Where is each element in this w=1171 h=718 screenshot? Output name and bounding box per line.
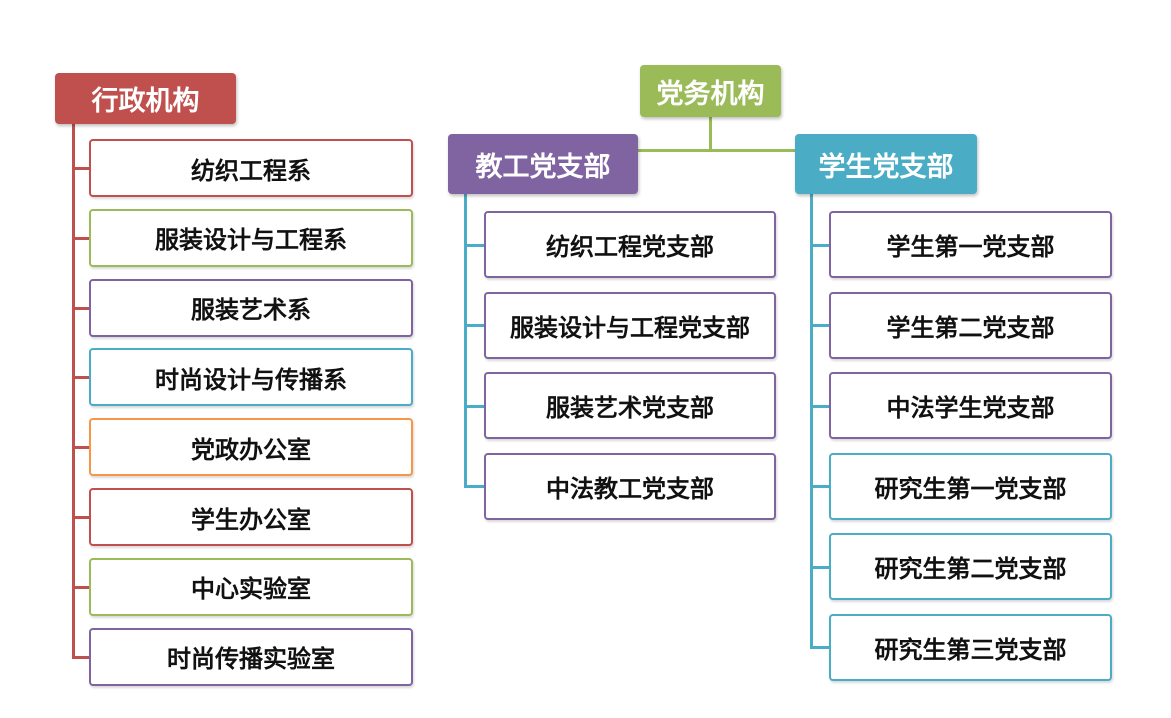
connector-line xyxy=(72,446,89,450)
admin-dept-box: 时尚传播实验室 xyxy=(89,627,413,686)
admin-dept-box: 党政办公室 xyxy=(89,418,413,477)
student-header: 学生党支部 xyxy=(795,134,977,194)
party-header: 党务机构 xyxy=(640,65,781,117)
faculty-branch-box: 中法教工党支部 xyxy=(484,452,776,520)
connector-line xyxy=(810,404,829,408)
admin-dept-box: 时尚设计与传播系 xyxy=(89,348,413,407)
student-branch-box: 中法学生党支部 xyxy=(829,372,1112,439)
connector-line xyxy=(464,404,484,408)
connector-line xyxy=(72,655,89,659)
student-trunk-line xyxy=(810,194,813,647)
faculty-branch-box: 服装艺术党支部 xyxy=(484,372,776,439)
connector-line xyxy=(810,565,829,569)
student-branch-box: 研究生第二党支部 xyxy=(829,533,1112,600)
student-branch-box: 学生第一党支部 xyxy=(829,211,1112,278)
admin-dept-box: 服装艺术系 xyxy=(89,278,413,337)
connector-line xyxy=(464,485,484,488)
connector-line xyxy=(810,485,829,488)
admin-dept-box: 中心实验室 xyxy=(89,557,413,616)
connector-line xyxy=(72,516,89,519)
admin-trunk-line xyxy=(72,124,75,658)
connector-line xyxy=(72,306,89,310)
connector-line xyxy=(72,585,89,589)
connector-line xyxy=(810,646,829,649)
student-branch-box: 学生第二党支部 xyxy=(829,291,1112,359)
faculty-branch-box: 纺织工程党支部 xyxy=(484,211,776,278)
connector-line xyxy=(72,236,89,240)
connector-line xyxy=(810,243,829,247)
faculty-trunk-line xyxy=(464,194,467,487)
admin-dept-box: 纺织工程系 xyxy=(89,139,413,197)
admin-dept-box: 学生办公室 xyxy=(89,488,413,546)
connector-line xyxy=(72,167,89,170)
student-branch-box: 研究生第一党支部 xyxy=(829,452,1112,520)
connector-line xyxy=(464,243,484,247)
connector-line xyxy=(464,324,484,327)
party-stem-line xyxy=(709,117,712,151)
admin-header: 行政机构 xyxy=(55,73,236,124)
party-bar-line xyxy=(638,149,796,152)
connector-line xyxy=(72,376,89,380)
student-branch-box: 研究生第三党支部 xyxy=(829,613,1112,681)
faculty-header: 教工党支部 xyxy=(448,134,638,194)
admin-dept-box: 服装设计与工程系 xyxy=(89,208,413,267)
faculty-branch-box: 服装设计与工程党支部 xyxy=(484,291,776,359)
connector-line xyxy=(810,324,829,327)
